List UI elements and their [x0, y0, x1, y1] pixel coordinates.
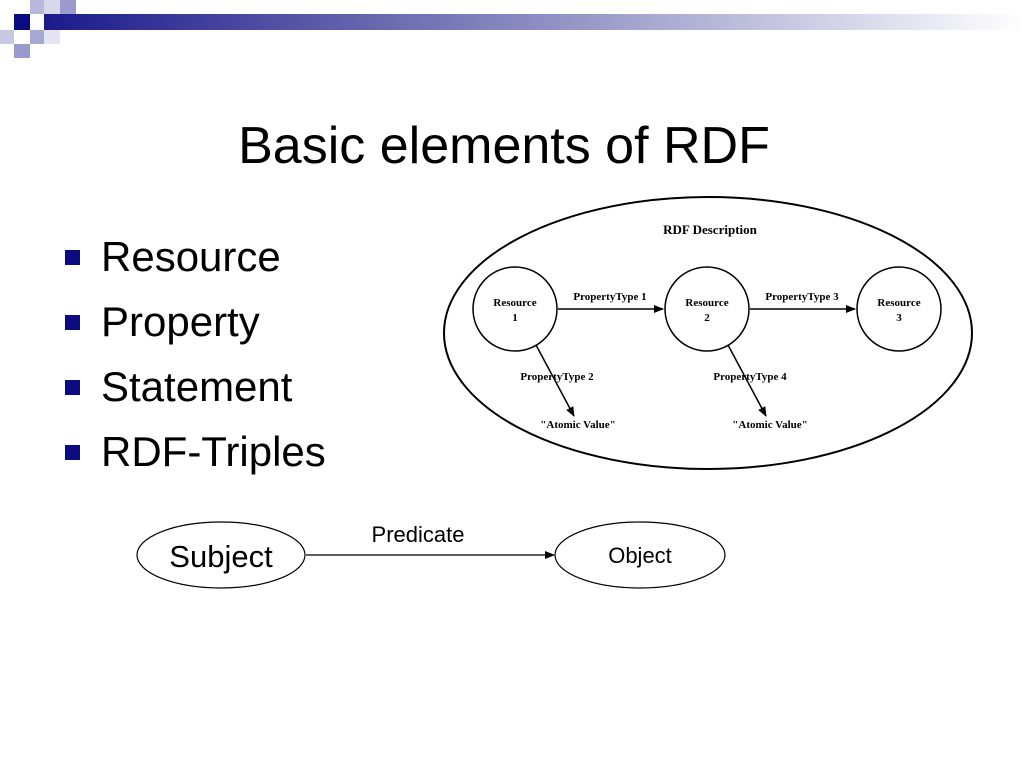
- resource-label: Resource: [877, 297, 920, 309]
- property-arrow-4: [727, 344, 767, 417]
- resource-node-1: Resource 1: [472, 266, 558, 352]
- bullet-list: Resource Property Statement RDF-Triples: [62, 230, 326, 490]
- bullet-item-rdf-triples: RDF-Triples: [62, 425, 326, 490]
- resource-label: Resource: [685, 297, 728, 309]
- object-label: Object: [608, 543, 672, 568]
- bullet-text: RDF-Triples: [101, 428, 326, 475]
- property-label-3: PropertyType 3: [765, 291, 839, 303]
- object-node: Object: [554, 521, 726, 589]
- square-bullet-icon: [65, 250, 80, 265]
- property-label-4: PropertyType 4: [713, 371, 787, 383]
- resource-number: 2: [704, 312, 710, 324]
- atomic-value-1: "Atomic Value": [540, 419, 615, 431]
- rdf-description-diagram: RDF Description Resource 1 Resource 2 Re…: [443, 196, 973, 470]
- description-title: RDF Description: [663, 222, 758, 237]
- predicate-label: Predicate: [372, 522, 465, 547]
- subject-node: Subject: [136, 521, 306, 589]
- resource-node-2: Resource 2: [664, 266, 750, 352]
- resource-node-3: Resource 3: [856, 266, 942, 352]
- atomic-value-2: "Atomic Value": [732, 419, 807, 431]
- bullet-item-resource: Resource: [62, 230, 326, 295]
- subject-label: Subject: [169, 539, 273, 574]
- bullet-item-property: Property: [62, 295, 326, 360]
- property-arrow-2: [535, 344, 575, 417]
- bullet-item-statement: Statement: [62, 360, 326, 425]
- square-bullet-icon: [65, 380, 80, 395]
- property-label-1: PropertyType 1: [573, 291, 646, 303]
- triple-diagram: Subject Predicate Object: [136, 521, 726, 589]
- resource-label: Resource: [493, 297, 536, 309]
- resource-number: 1: [512, 312, 518, 324]
- bullet-text: Resource: [101, 233, 281, 280]
- bullet-text: Statement: [101, 363, 293, 410]
- bullet-text: Property: [101, 298, 260, 345]
- resource-number: 3: [896, 312, 902, 324]
- slide-title: Basic elements of RDF: [238, 117, 770, 175]
- property-label-2: PropertyType 2: [520, 371, 594, 383]
- square-bullet-icon: [65, 315, 80, 330]
- header-decoration: [0, 0, 1024, 58]
- square-bullet-icon: [65, 445, 80, 460]
